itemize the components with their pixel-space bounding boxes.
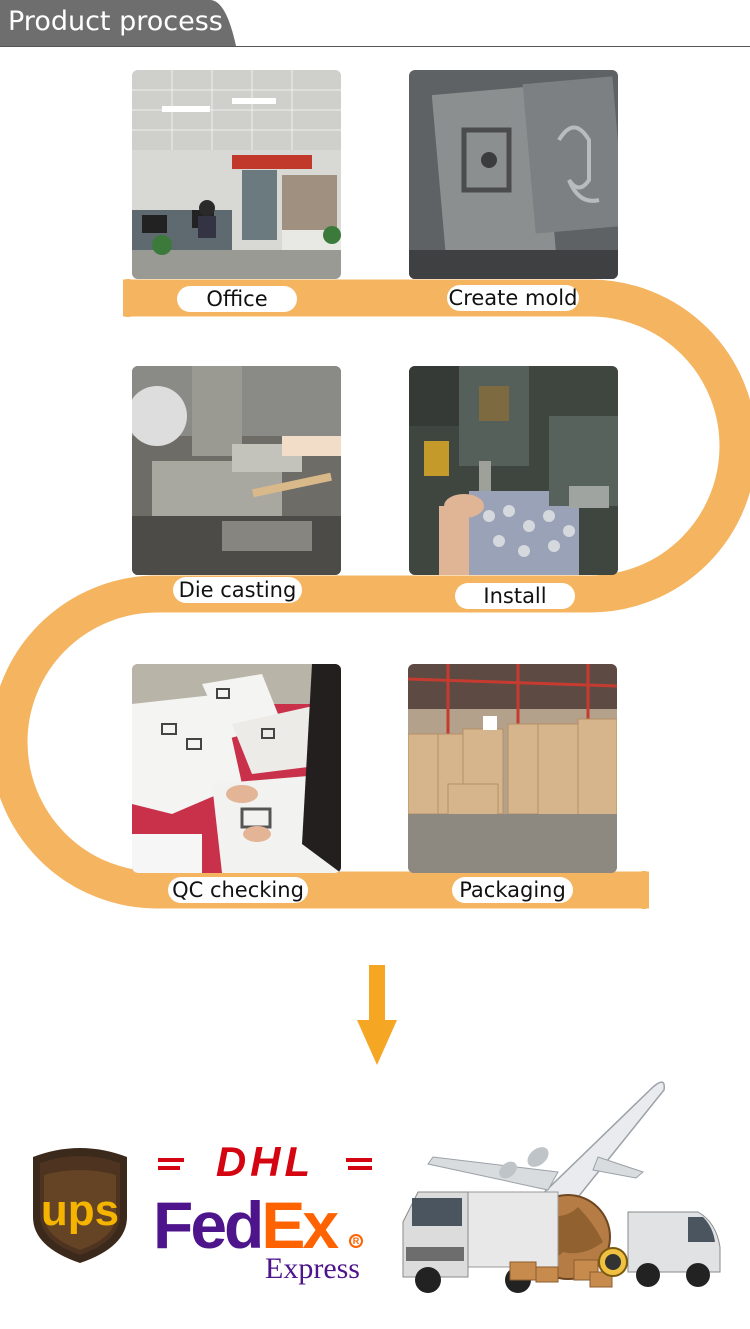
fedex-fed-text: Fed [153,1188,264,1262]
fedex-ex-text: Ex [261,1188,339,1262]
step-label-die-casting: Die casting [173,577,302,603]
ups-logo-text: ups [41,1186,119,1235]
fedex-logo: FedEx R Express [153,1190,368,1290]
step-label-office: Office [177,286,297,312]
step-label-packaging: Packaging [452,877,573,903]
office-photo [132,70,341,279]
packaging-photo [408,664,617,873]
create-mold-photo [409,70,618,279]
step-label-qc-checking: QC checking [168,877,308,903]
van-icon [627,1211,721,1287]
qc-checking-photo [132,664,341,873]
header-banner [0,0,236,46]
ups-logo: ups [30,1145,130,1265]
page-title: Product process [8,6,223,37]
fedex-express-text: Express [265,1252,360,1285]
step-label-create-mold: Create mold [447,285,579,311]
registered-mark-icon: R [349,1234,363,1248]
install-photo [409,366,618,575]
dhl-logo: DHL [158,1138,372,1185]
clock-icon [598,1247,628,1277]
logistics-illustration [398,1072,728,1302]
down-arrow-icon [357,965,397,1065]
die-casting-photo [132,366,341,575]
step-label-install: Install [455,583,575,609]
dhl-logo-text: DHL [216,1140,314,1184]
header-divider [0,46,750,47]
